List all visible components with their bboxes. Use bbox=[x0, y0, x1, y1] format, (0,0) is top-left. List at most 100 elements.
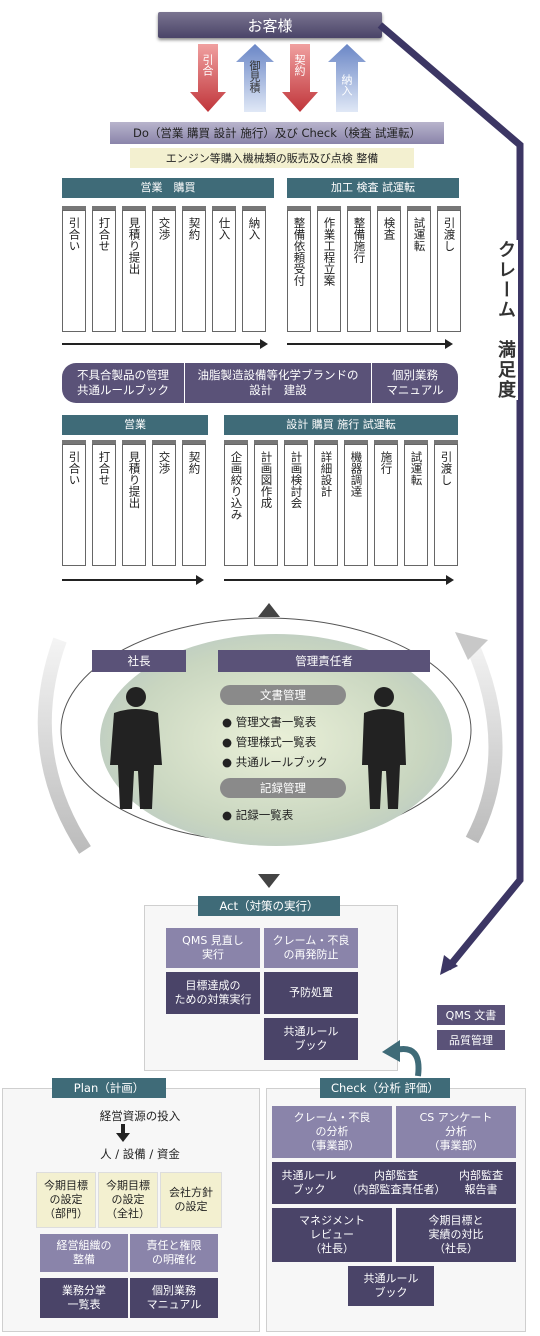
group1-right-col-label-4: 検査 bbox=[382, 217, 397, 240]
act-title: Act（対策の実行） bbox=[198, 896, 340, 916]
plan-company-policy: 会社方針 の設定 bbox=[160, 1172, 222, 1228]
group2-left-col-4: 交渉 bbox=[152, 440, 176, 566]
group1-left-col-3: 見積り提出 bbox=[122, 206, 146, 332]
down-triangle-icon bbox=[258, 874, 280, 888]
claim-satisfaction-label: クレーム 満足度 bbox=[488, 240, 518, 400]
group1-right-col-3: 整備施行 bbox=[347, 206, 371, 332]
contract-arrow bbox=[282, 44, 318, 112]
group2-left-flow-arrow bbox=[62, 575, 204, 585]
plan-company-goal: 今期目標 の設定 （全社） bbox=[98, 1172, 158, 1228]
plan-down-arrow-icon bbox=[116, 1124, 130, 1142]
group1-left-col-label-2: 打合せ bbox=[97, 217, 112, 252]
plan-individual-manual: 個別業務 マニュアル bbox=[130, 1278, 218, 1318]
check-common-rulebook-2: 共通ルール ブック bbox=[348, 1266, 434, 1306]
group2-left-col-2: 打合せ bbox=[92, 440, 116, 566]
group2-right-flow-arrow bbox=[224, 575, 454, 585]
do-header: Do（営業 購買 設計 施行）及び Check（検査 試運転） bbox=[110, 122, 444, 144]
act-common-rulebook: 共通ルール ブック bbox=[264, 1018, 358, 1060]
group1-right-col-label-5: 試運転 bbox=[412, 217, 427, 252]
customer-header: お客様 bbox=[158, 12, 382, 38]
plan-dept-goal: 今期目標 の設定 （部門） bbox=[36, 1172, 96, 1228]
estimate-arrow bbox=[236, 44, 274, 112]
group2-right-col-5: 機器調達 bbox=[344, 440, 368, 566]
group1-right-col-label-2: 作業工程立案 bbox=[322, 217, 337, 286]
president-label: 社長 bbox=[92, 650, 186, 672]
customer-arrows bbox=[190, 44, 366, 112]
group2-left-col-label-5: 契約 bbox=[187, 451, 202, 474]
group1-processing-title: 加工 検査 試運転 bbox=[287, 178, 459, 198]
group2-right-col-2: 計画図作成 bbox=[254, 440, 278, 566]
group2-left-col-5: 契約 bbox=[182, 440, 206, 566]
group1-left-col-label-7: 納入 bbox=[247, 217, 262, 240]
group1-left-col-label-1: 引合い bbox=[67, 217, 82, 252]
customer-label: お客様 bbox=[247, 16, 293, 35]
president-silhouette-icon bbox=[110, 687, 162, 809]
check-management-review: マネジメント レビュー （社長） bbox=[272, 1208, 392, 1262]
group1-left-col-label-5: 契約 bbox=[187, 217, 202, 240]
group2-right-col-label-6: 施行 bbox=[379, 451, 394, 474]
group2-left-col-label-4: 交渉 bbox=[157, 451, 172, 474]
manager-silhouette-icon bbox=[362, 687, 406, 809]
group1-right-flow-arrow bbox=[287, 339, 453, 349]
group1-right-col-label-3: 整備施行 bbox=[352, 217, 367, 263]
act-preventive-action: 予防処置 bbox=[264, 972, 358, 1014]
plan-responsibility: 責任と権限 の明確化 bbox=[130, 1234, 218, 1272]
group2-left-col-label-2: 打合せ bbox=[97, 451, 112, 486]
plan-duty-list: 業務分掌 一覧表 bbox=[40, 1278, 128, 1318]
group1-right-col-2: 作業工程立案 bbox=[317, 206, 341, 332]
group1-left-col-2: 打合せ bbox=[92, 206, 116, 332]
delivery-arrow bbox=[328, 44, 366, 112]
doc-item-2: ● 管理様式一覧表 bbox=[222, 735, 317, 749]
act-qms-review: QMS 見直し 実行 bbox=[166, 928, 260, 968]
group2-right-col-6: 施行 bbox=[374, 440, 398, 566]
group2-left-col-label-1: 引合い bbox=[67, 451, 82, 486]
group1-left-col-5: 契約 bbox=[182, 206, 206, 332]
doc-management-pill: 文書管理 bbox=[220, 685, 346, 705]
check-internal-audit: 内部監査 （内部監査責任者） bbox=[346, 1162, 446, 1204]
up-triangle-icon bbox=[258, 603, 280, 617]
qms-document-label: QMS 文書 bbox=[437, 1005, 505, 1025]
check-cs-survey: CS アンケート 分析 （事業部） bbox=[396, 1106, 516, 1158]
group1-sales-purchase-title: 営業 購買 bbox=[62, 178, 274, 198]
middle-chemical-plant: 油脂製造設備等化学ブランドの 設計 建設 bbox=[185, 363, 371, 403]
plan-organization: 経営組織の 整備 bbox=[40, 1234, 128, 1272]
group2-left-col-3: 見積り提出 bbox=[122, 440, 146, 566]
plan-title: Plan（計画） bbox=[52, 1078, 166, 1098]
group1-left-col-7: 納入 bbox=[242, 206, 266, 332]
doc-item-3: ● 共通ルールブック bbox=[222, 755, 328, 769]
act-claim-prevention: クレーム・不良 の再発防止 bbox=[264, 928, 358, 968]
record-management-pill: 記録管理 bbox=[220, 778, 346, 798]
middle-individual-manual: 個別業務 マニュアル bbox=[372, 363, 458, 403]
middle-defect-rulebook: 不具合製品の管理 共通ルールブック bbox=[62, 363, 184, 403]
group1-left-col-4: 交渉 bbox=[152, 206, 176, 332]
check-goal-vs-result: 今期目標と 実績の対比 （社長） bbox=[396, 1208, 516, 1262]
quality-management-label: 品質管理 bbox=[437, 1030, 505, 1050]
group2-left-col-label-3: 見積り提出 bbox=[127, 451, 142, 509]
group1-left-col-label-4: 交渉 bbox=[157, 217, 172, 240]
check-title: Check（分析 評価） bbox=[320, 1078, 450, 1098]
do-subheader: エンジン等購入機械類の販売及び点検 整備 bbox=[130, 148, 414, 168]
group2-design-title: 設計 購買 施行 試運転 bbox=[224, 415, 458, 435]
group1-right-col-4: 検査 bbox=[377, 206, 401, 332]
contract-arrow-label: 契約 bbox=[293, 54, 306, 76]
group2-sales-title: 営業 bbox=[62, 415, 208, 435]
group1-right-col-label-1: 整備依頼受付 bbox=[292, 217, 307, 286]
act-goal-measures: 目標達成の ための対策実行 bbox=[166, 972, 260, 1014]
inquiry-arrow bbox=[190, 44, 226, 112]
group1-left-flow-arrow bbox=[62, 339, 268, 349]
group2-right-col-8: 引渡し bbox=[434, 440, 458, 566]
check-common-rulebook-1: 共通ルール ブック bbox=[272, 1162, 346, 1204]
group2-right-col-label-1: 企画絞り込み bbox=[229, 451, 244, 520]
check-to-act-arrow-icon bbox=[382, 1040, 422, 1077]
group2-right-col-label-3: 計画検討会 bbox=[289, 451, 304, 509]
plan-invest-label: 経営資源の投入 bbox=[99, 1109, 181, 1123]
group2-right-col-label-8: 引渡し bbox=[439, 451, 454, 486]
group2-right-col-label-7: 試運転 bbox=[409, 451, 424, 486]
group1-left-col-label-6: 仕入 bbox=[217, 217, 232, 240]
group2-right-col-label-2: 計画図作成 bbox=[259, 451, 274, 509]
check-audit-report: 内部監査 報告書 bbox=[446, 1162, 516, 1204]
doc-item-1: ● 管理文書一覧表 bbox=[222, 715, 317, 729]
group2-right-col-3: 計画検討会 bbox=[284, 440, 308, 566]
group1-right-col-6: 引渡し bbox=[437, 206, 461, 332]
